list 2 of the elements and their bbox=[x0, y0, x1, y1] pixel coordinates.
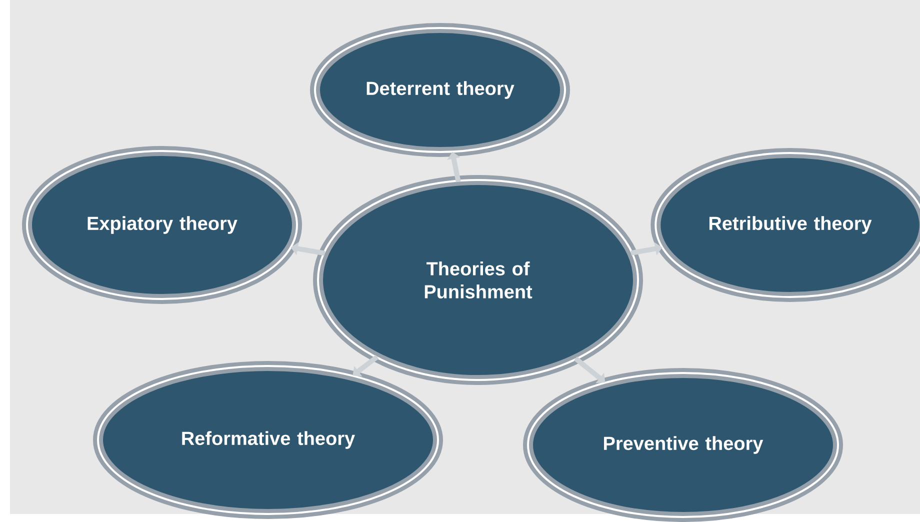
block-arrow bbox=[574, 356, 606, 384]
block-arrow bbox=[352, 354, 379, 377]
